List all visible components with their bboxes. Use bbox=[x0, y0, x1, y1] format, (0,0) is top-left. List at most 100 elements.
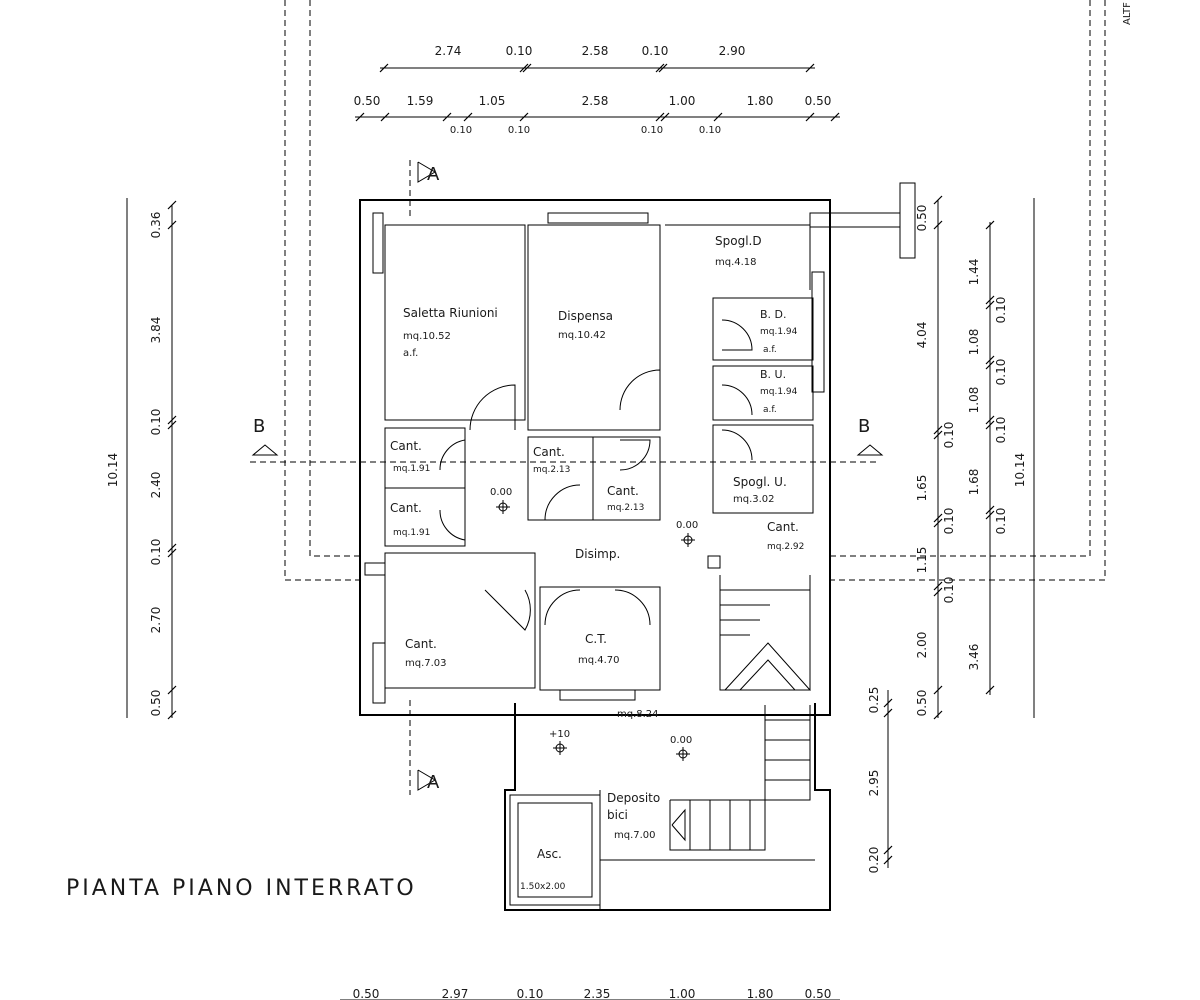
dimension-tick bbox=[355, 112, 365, 122]
dimension-tick bbox=[933, 220, 943, 230]
dims-top-row2-small-3: 0.10 bbox=[699, 125, 721, 136]
dims-right-b-5: 0.10 bbox=[994, 417, 1008, 444]
room-deposito-name1: Deposito bbox=[607, 791, 660, 805]
dimension-ticks bbox=[167, 63, 995, 865]
dimension-tick bbox=[805, 63, 815, 73]
section-b-label-right: B bbox=[858, 416, 870, 437]
dims-left: 0.36 3.84 0.10 2.40 0.10 2.70 0.50 bbox=[149, 212, 163, 717]
level-markers bbox=[496, 500, 695, 761]
room-cant5-name: Cant. bbox=[767, 520, 799, 534]
room-bd-name: B. D. bbox=[760, 308, 787, 321]
dimension-tick bbox=[933, 581, 943, 591]
dimension-tick bbox=[985, 415, 995, 425]
dims-left-0: 0.36 bbox=[149, 212, 163, 239]
dims-top-row2-4: 1.00 bbox=[669, 94, 696, 108]
dims-right-a-3: 1.65 bbox=[915, 475, 929, 502]
dims-right-a-7: 2.00 bbox=[915, 632, 929, 659]
level-label-4: 0.00 bbox=[670, 735, 692, 746]
dims-right-lower-1: 2.95 bbox=[867, 770, 881, 797]
dims-right-a-0: 0.50 bbox=[915, 205, 929, 232]
dims-bottom-4: 1.00 bbox=[669, 987, 696, 1000]
dims-top-row2-2: 1.05 bbox=[479, 94, 506, 108]
dimension-tick bbox=[933, 710, 943, 720]
room-dispensa-area: mq.10.42 bbox=[558, 330, 606, 341]
dims-top-row1-4: 2.90 bbox=[719, 44, 746, 58]
dimension-tick bbox=[463, 112, 473, 122]
dims-right-b-2: 1.08 bbox=[967, 329, 981, 356]
room-spogld-name: Spogl.D bbox=[715, 234, 762, 248]
room-deposito-area: mq.7.00 bbox=[614, 830, 656, 841]
room-cant1-area: mq.1.91 bbox=[393, 464, 430, 474]
room-asc-size: 1.50x2.00 bbox=[520, 882, 566, 892]
room-saletta-name: Saletta Riunioni bbox=[403, 306, 498, 320]
dims-bottom-1: 2.97 bbox=[442, 987, 469, 1000]
dims-right-a-1: 4.04 bbox=[915, 322, 929, 349]
dims-top-row2-1: 1.59 bbox=[407, 94, 434, 108]
dimension-tick bbox=[167, 548, 177, 558]
room-cant6-name: Cant. bbox=[405, 637, 437, 651]
dimension-tick bbox=[985, 355, 995, 365]
dims-right-b-7: 0.10 bbox=[994, 508, 1008, 535]
drawing-title: PIANTA PIANO INTERRATO bbox=[66, 876, 417, 901]
dims-right-b-1: 0.10 bbox=[994, 297, 1008, 324]
room-bu-name: B. U. bbox=[760, 368, 786, 381]
dims-left-2: 0.10 bbox=[149, 409, 163, 436]
dimension-tick bbox=[933, 518, 943, 528]
dims-bottom-0: 0.50 bbox=[353, 987, 380, 1000]
dims-top-row2-small-2: 0.10 bbox=[641, 125, 663, 136]
corner-label: ALTF bbox=[1122, 2, 1133, 25]
dimension-tick bbox=[522, 63, 532, 73]
dims-left-3: 2.40 bbox=[149, 472, 163, 499]
dims-left-1: 3.84 bbox=[149, 317, 163, 344]
room-deposito-name2: bici bbox=[607, 808, 628, 822]
dimension-tick bbox=[519, 63, 529, 73]
dims-left-5: 2.70 bbox=[149, 607, 163, 634]
dims-top-row2-small-1: 0.10 bbox=[508, 125, 530, 136]
dimension-tick bbox=[933, 425, 943, 435]
dimension-tick bbox=[883, 855, 893, 865]
dims-right-b-3: 0.10 bbox=[994, 359, 1008, 386]
dimension-tick bbox=[985, 420, 995, 430]
room-spoglu-area: mq.3.02 bbox=[733, 494, 775, 505]
dims-right-b-6: 1.68 bbox=[967, 469, 981, 496]
dims-left-6: 0.50 bbox=[149, 690, 163, 717]
dim-right-total: 10.14 bbox=[1013, 453, 1027, 487]
level-label-2: 0.00 bbox=[676, 520, 698, 531]
dims-top-row2-0: 0.50 bbox=[354, 94, 381, 108]
room-cant3-name: Cant. bbox=[533, 445, 565, 459]
room-saletta-area: mq.10.52 bbox=[403, 331, 451, 342]
building-walls bbox=[359, 182, 916, 716]
dimension-tick bbox=[519, 112, 529, 122]
section-a-label-top: A bbox=[427, 164, 440, 185]
room-area-824: mq.8.24 bbox=[617, 709, 659, 720]
dims-right-lower-2: 0.20 bbox=[867, 847, 881, 874]
dims-left-4: 0.10 bbox=[149, 539, 163, 566]
dims-right-a-2: 0.10 bbox=[942, 422, 956, 449]
dimension-tick bbox=[985, 505, 995, 515]
dimension-tick bbox=[167, 420, 177, 430]
room-cant4-area: mq.2.13 bbox=[607, 503, 644, 513]
dimension-tick bbox=[660, 112, 670, 122]
room-cant5-area: mq.2.92 bbox=[767, 542, 804, 552]
section-a-label-bottom: A bbox=[427, 772, 440, 793]
upper-floor-outline bbox=[284, 0, 1106, 581]
dimension-tick bbox=[167, 543, 177, 553]
dims-right-b-0: 1.44 bbox=[967, 259, 981, 286]
section-b-label-left: B bbox=[253, 416, 265, 437]
dims-right-lower: 0.252.950.20 bbox=[867, 687, 881, 874]
dimension-tick bbox=[933, 430, 943, 440]
room-cant2-name: Cant. bbox=[390, 501, 422, 515]
dims-right-b-4: 1.08 bbox=[967, 387, 981, 414]
dimension-tick bbox=[985, 360, 995, 370]
room-ct-area: mq.4.70 bbox=[578, 655, 620, 666]
dims-top-row1-2: 2.58 bbox=[582, 44, 609, 58]
dimension-tick bbox=[933, 587, 943, 597]
dimension-tick bbox=[805, 112, 815, 122]
dimension-tick bbox=[830, 112, 840, 122]
room-cant3-area: mq.2.13 bbox=[533, 465, 570, 475]
room-cant4-name: Cant. bbox=[607, 484, 639, 498]
